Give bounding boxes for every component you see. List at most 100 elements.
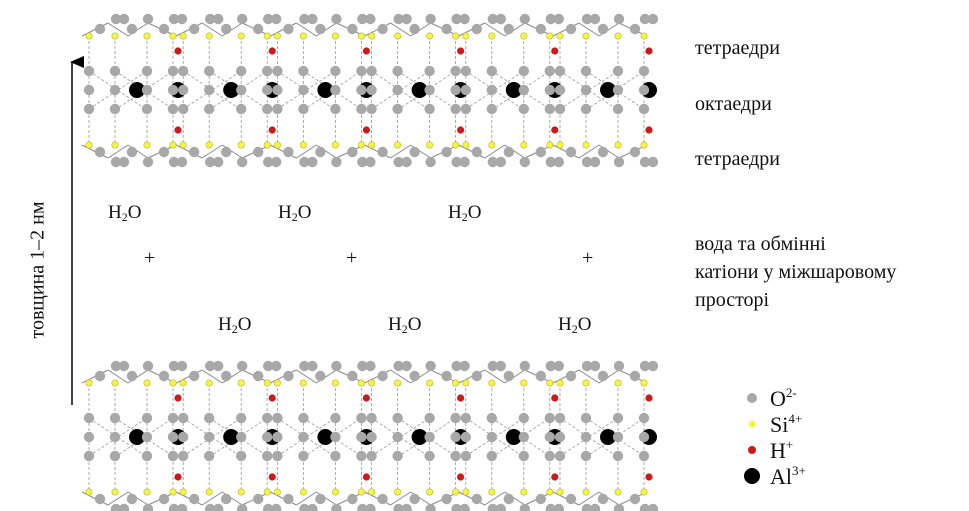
oxygen-atom [366, 103, 377, 115]
oxygen-atom [176, 156, 188, 168]
oxygen-atom [365, 503, 376, 511]
oxygen-atom [167, 450, 179, 462]
silicon-atom [546, 488, 554, 496]
silicon-atom [111, 488, 119, 496]
oxygen-atom [237, 360, 248, 372]
oxygen-atom [545, 503, 556, 511]
oxygen-atom [178, 65, 189, 77]
oxygen-atom [638, 103, 650, 115]
interlayer-description-line: вода та обмінні [695, 233, 826, 255]
oxygen-atom [392, 412, 403, 424]
silicon-atom [331, 488, 339, 496]
aluminium-atom [600, 82, 616, 98]
hydrogen-atom [645, 394, 653, 402]
oxygen-atom [392, 103, 403, 115]
interlayer-description-line: катіони у міжшаровому [695, 261, 897, 283]
octahedral-bond [465, 417, 525, 458]
exchange-cation-plus: + [144, 247, 156, 269]
oxygen-atom [581, 13, 593, 25]
octahedral-bond [277, 417, 336, 457]
oxygen-atom [392, 65, 403, 77]
silicon-atom [640, 488, 648, 496]
oxygen-atom [205, 13, 216, 25]
oxygen-atom [459, 13, 470, 25]
oxygen-atom [647, 13, 659, 25]
silicon-atom [520, 488, 528, 496]
oxygen-atom [283, 370, 294, 382]
octahedral-bond [303, 70, 362, 111]
oxygen-atom [554, 450, 566, 462]
octahedral-bond [559, 417, 619, 457]
oxygen-atom [189, 493, 200, 505]
oxygen-atom [486, 84, 497, 96]
silicon-atom [263, 379, 271, 387]
oxygen-atom [236, 103, 247, 115]
silicon-atom [357, 141, 365, 149]
oxygen-atom [357, 13, 368, 25]
oxygen-atom [272, 65, 283, 77]
tetrahedral-bond [296, 22, 317, 37]
oxygen-atom [535, 370, 546, 382]
oxygen-atom [554, 65, 566, 77]
oxygen-atom [94, 370, 106, 382]
oxygen-atom [213, 156, 224, 168]
oxygen-atom [262, 84, 273, 96]
oxygen-atom [425, 13, 436, 25]
oxygen-atom [460, 412, 471, 424]
oxygen-atom [554, 84, 566, 96]
octahedral-bond [491, 417, 551, 458]
oxygen-atom [450, 103, 461, 115]
oxygen-atom [141, 65, 153, 77]
oxygen-atom [83, 431, 95, 443]
oxygen-atom [315, 370, 326, 382]
oxygen-atom [392, 431, 403, 443]
oxygen-atom [221, 370, 232, 382]
oxygen-atom [471, 493, 482, 505]
tetrahedral-bond [296, 144, 317, 159]
legend-row-oxygen: O2- [740, 385, 797, 411]
oxygen-atom [545, 360, 556, 372]
octahedral-bond [182, 417, 242, 457]
silicon-atom [179, 488, 187, 496]
oxygen-atom [168, 13, 180, 25]
oxygen-atom [176, 503, 188, 511]
oxygen-atom [253, 146, 264, 158]
oxygen-atom [580, 103, 592, 115]
tetrahedral-bond [578, 22, 600, 37]
hydrogen-atom [268, 126, 276, 134]
oxygen-atom [612, 84, 624, 96]
silicon-atom [237, 141, 245, 149]
silicon-atom [452, 488, 460, 496]
octahedral-bond [371, 417, 430, 457]
oxygen-atom [83, 84, 95, 96]
tetrahedral-bond [107, 491, 129, 506]
legend-row-silicon: Si4+ [740, 411, 802, 437]
oxygen-atom [315, 493, 326, 505]
silicon-atom [614, 32, 622, 40]
oxygen-atom [141, 84, 153, 96]
oxygen-atom [441, 370, 452, 382]
silicon-atom [488, 488, 496, 496]
silicon-atom [520, 141, 528, 149]
oxygen-atom [298, 103, 309, 115]
oxygen-atom [639, 156, 651, 168]
oxygen-atom [221, 23, 232, 35]
octahedral-bond [303, 417, 362, 458]
silicon-atom [331, 32, 339, 40]
interlayer-description: вода та обмінні катіони у міжшаровому пр… [695, 230, 896, 314]
oxygen-atom [330, 412, 341, 424]
oxygen-atom [425, 503, 436, 511]
oxygen-atom [118, 503, 130, 511]
octahedral-bond [585, 417, 645, 457]
silicon-atom [368, 141, 376, 149]
oxygen-atom [486, 450, 497, 462]
water-molecule: H2O [278, 202, 312, 224]
top-clay-sheet [81, 13, 659, 168]
oxygen-atom [638, 84, 650, 96]
legend-label-silicon: Si4+ [770, 410, 803, 437]
oxygen-atom [262, 412, 273, 424]
silicon-atom [85, 379, 93, 387]
silicon-atom [85, 32, 93, 40]
tetrahedral-bond [201, 22, 223, 37]
oxygen-atom [459, 360, 470, 372]
